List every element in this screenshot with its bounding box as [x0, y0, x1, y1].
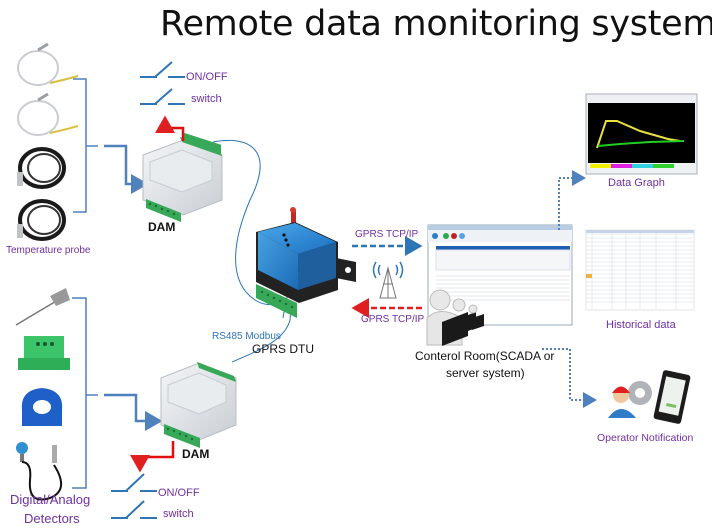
- arrow-probes-to-dam-top: [104, 144, 149, 194]
- switch-top-label-line2: switch: [191, 93, 222, 105]
- operators-icon: [426, 289, 484, 346]
- cell-tower-icon: [372, 261, 404, 299]
- dam-module-top: [142, 132, 223, 222]
- control-arrow-top: [155, 115, 185, 141]
- operator-notification-icon: [608, 370, 691, 424]
- dotted-arrow-to-notification: [542, 348, 597, 408]
- temperature-probe-black-icon: [17, 147, 66, 189]
- temperature-probe-label: Temperature probe: [6, 245, 91, 256]
- thermocouple-icon: [15, 288, 70, 326]
- current-sensor-icon: [21, 388, 63, 426]
- bracket-bottom: [72, 297, 98, 489]
- diagram-title: Remote data monitoring system: [160, 4, 712, 44]
- dam-top-label: DAM: [148, 220, 176, 234]
- detectors-label-line1: Digital/Analog: [10, 492, 91, 507]
- operator-notification-label: Operator Notification: [597, 432, 694, 444]
- temperature-probe-grey-icon: [17, 42, 79, 86]
- switch-icon-bottom: [111, 473, 157, 519]
- switch-top-label-line1: ON/OFF: [186, 71, 228, 83]
- historical-data-thumbnail: [585, 229, 695, 311]
- temperature-probe-grey-icon: [17, 92, 79, 136]
- pressure-sensor-icon: [16, 442, 62, 501]
- historical-data-label: Historical data: [606, 319, 676, 331]
- gprs-dtu-label: GPRS DTU: [252, 342, 315, 356]
- dam-module-bottom: [160, 362, 237, 448]
- control-arrow-bottom: [130, 441, 175, 473]
- data-graph-thumbnail: [585, 93, 698, 175]
- switch-bottom-label-line1: ON/OFF: [158, 487, 200, 499]
- control-room-label-line2: server system): [446, 366, 525, 380]
- data-graph-label: Data Graph: [608, 177, 665, 189]
- detectors-label-line2: Detectors: [24, 511, 80, 526]
- temperature-probe-black-icon: [17, 199, 66, 241]
- scada-software-window: [427, 224, 573, 326]
- signal-transmitter-icon: [18, 336, 70, 370]
- bracket-top: [73, 78, 98, 213]
- switch-icon-top: [140, 61, 185, 105]
- downlink-label: GPRS TCP/IP: [361, 314, 425, 325]
- arrow-detectors-to-dam-bottom: [104, 393, 163, 431]
- dam-bottom-label: DAM: [182, 447, 210, 461]
- dotted-arrow-to-graph: [558, 170, 586, 230]
- control-room-label-line1: Conterol Room(SCADA or: [415, 349, 555, 363]
- uplink-label: GPRS TCP/IP: [355, 229, 419, 240]
- switch-bottom-label-line2: switch: [163, 508, 194, 520]
- rs485-modbus-label: RS485 Modbus: [212, 331, 281, 342]
- gprs-dtu-device: [256, 207, 356, 318]
